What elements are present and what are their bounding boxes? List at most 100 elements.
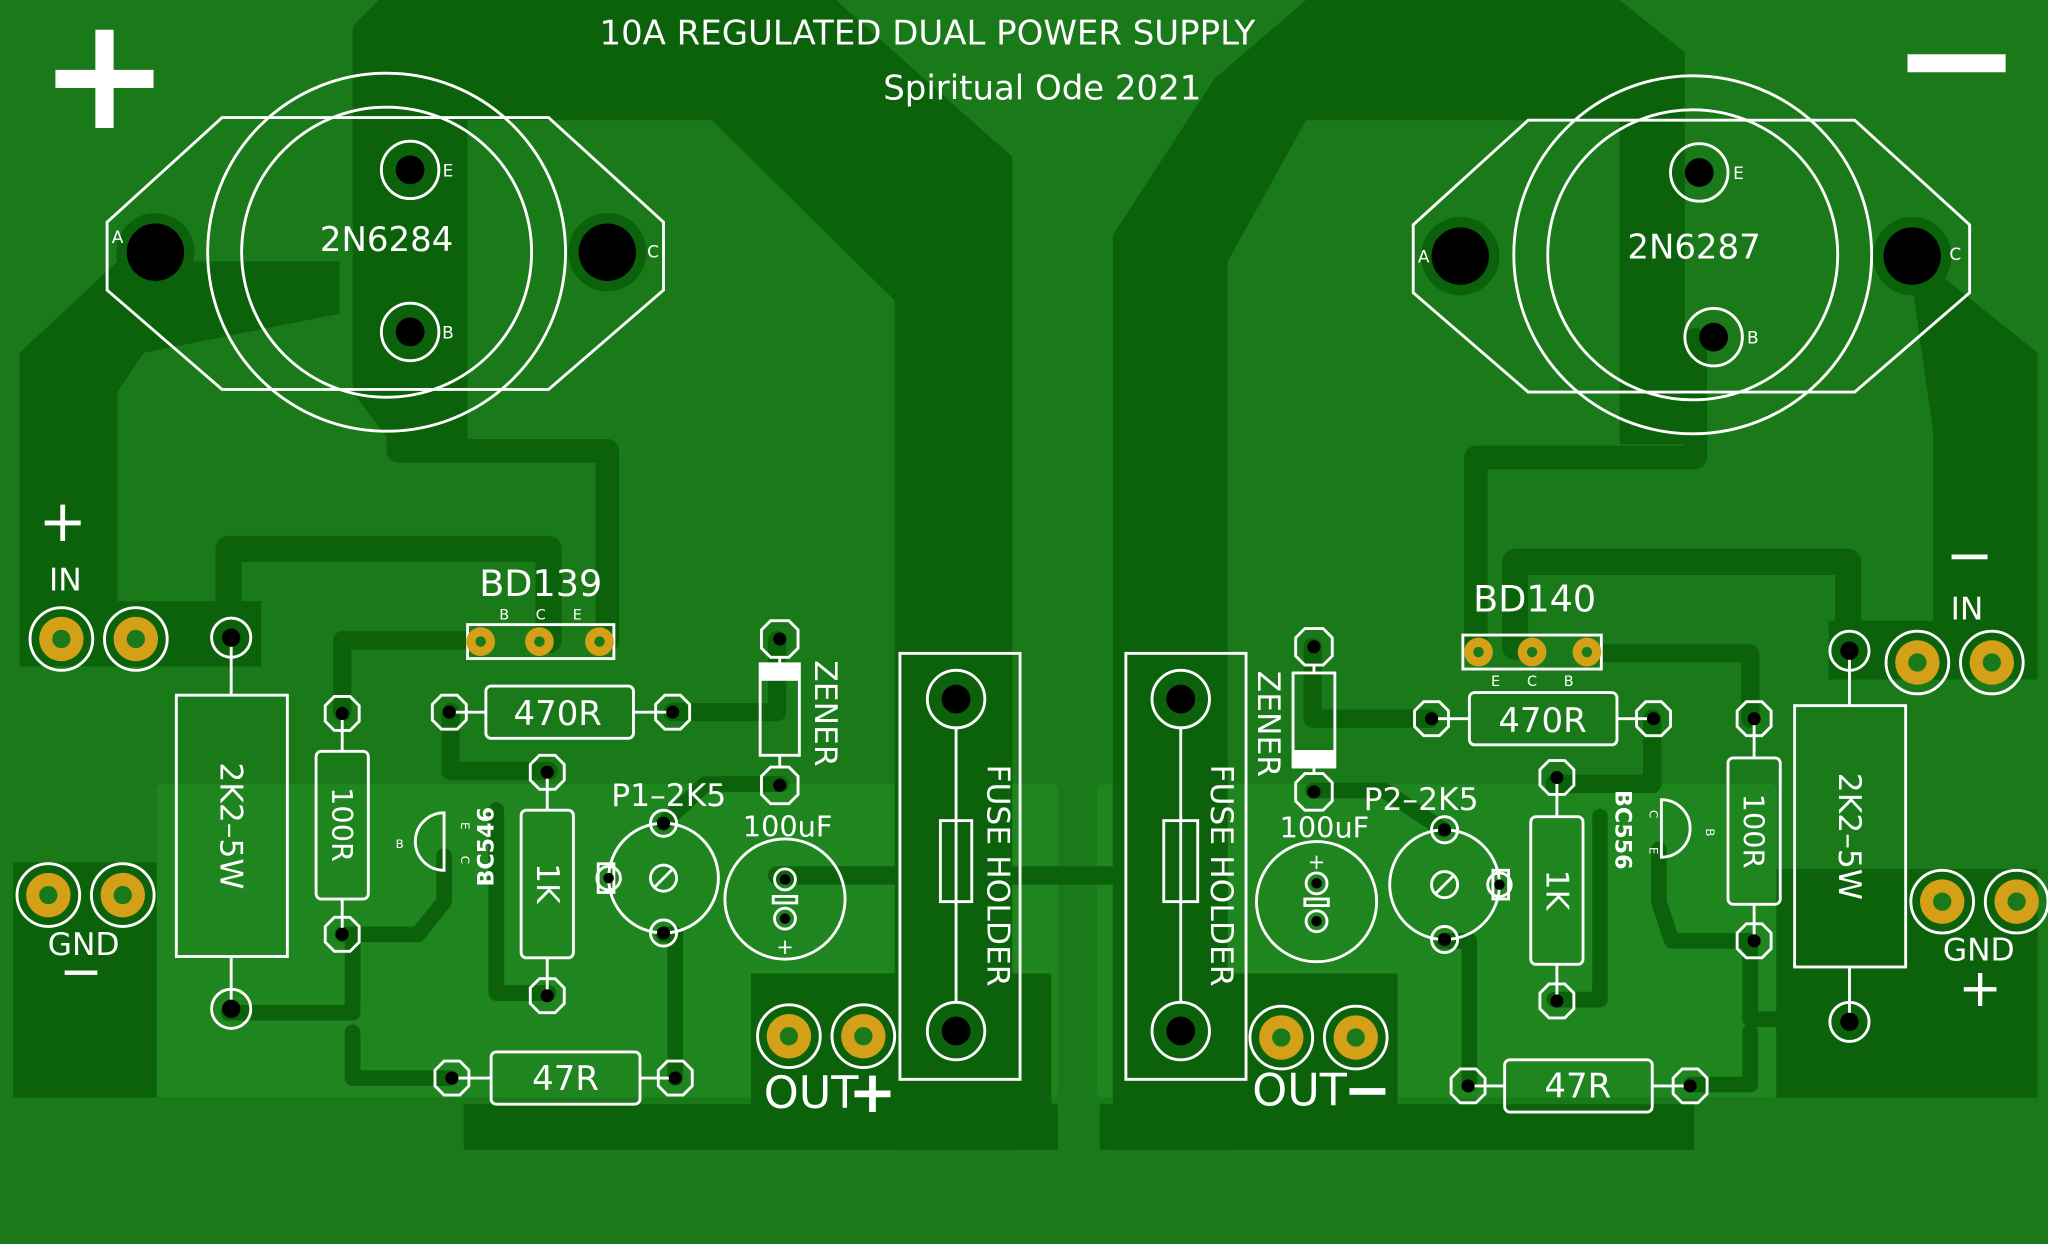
pad-octagon [1671, 1067, 1709, 1105]
resistor-470r-left: 470R [430, 684, 692, 740]
pad-ring [103, 606, 169, 672]
pad [941, 1016, 971, 1046]
pad [442, 705, 456, 719]
driver-pin3: B [1564, 674, 1574, 690]
resistor-body [1793, 704, 1908, 969]
zener-band [760, 663, 800, 681]
pot-slot [653, 867, 674, 889]
pad-e-ring [379, 139, 441, 201]
small-transistor-pin-b: B [396, 837, 404, 851]
gnd-connector-left [15, 862, 156, 928]
resistor-body [314, 749, 370, 901]
fuse-label: FUSE HOLDER [1203, 764, 1239, 986]
pad-octagon [760, 619, 800, 659]
mount-hole-c-drill [578, 223, 637, 281]
big-minus-sign: − [1891, 0, 2022, 149]
cap-plus: + [1308, 850, 1326, 874]
cap-plus: + [776, 935, 794, 959]
small-transistor-bc556: C E B BC556 [1610, 790, 1717, 870]
pad-octagon [656, 1059, 694, 1097]
gnd-plus-sign: + [1958, 959, 2002, 1019]
pad-b [1699, 322, 1728, 352]
pad-octagon [1735, 700, 1773, 738]
driver-pin3: E [573, 607, 582, 623]
gnd-label-left: GND [48, 927, 120, 963]
pad-octagon [1413, 700, 1450, 738]
pot-slot [1434, 874, 1455, 895]
trace-l2 [386, 327, 620, 653]
board-title: 10A REGULATED DUAL POWER SUPPLY [599, 13, 1255, 53]
out-sign: − [1343, 1056, 1391, 1123]
pad-ring [1828, 1000, 1871, 1043]
pad-e-ring [1669, 142, 1730, 203]
pad [222, 628, 241, 647]
resistor-label: 47R [532, 1059, 599, 1099]
pad [668, 1071, 682, 1085]
pad-ring [595, 864, 622, 892]
resistor-100r-right: 100R [1726, 700, 1782, 960]
in-connector-left [28, 606, 169, 672]
small-transistor-pin-e: E [1647, 847, 1661, 854]
resistor-label: 100R [325, 787, 359, 862]
pad-b-ring [1683, 306, 1744, 368]
pad-hole [39, 885, 58, 905]
pad-octagon [430, 693, 468, 731]
trace-l9 [344, 1024, 459, 1086]
board-author: Spiritual Ode 2021 [883, 68, 1201, 108]
pad-ring [1304, 871, 1329, 896]
pot-p2: P2–2K5 [1364, 782, 1513, 955]
pot-label: P1–2K5 [611, 778, 726, 814]
pad-ring [210, 987, 253, 1030]
driver-label: BD140 [1473, 578, 1596, 621]
pot-tab [1491, 868, 1511, 901]
pot-wiper [649, 863, 679, 893]
pad [1166, 1016, 1196, 1046]
zener-label: ZENER [807, 660, 843, 766]
pin-a-label: A [1418, 248, 1430, 268]
pad [1494, 879, 1505, 890]
big-plus-sign: + [39, 0, 170, 165]
pad [779, 874, 791, 885]
pin-b-label: B [1747, 329, 1759, 349]
pad-hole [1272, 1028, 1291, 1047]
fuse-label: FUSE HOLDER [979, 764, 1015, 986]
driver-pin2: C [1527, 674, 1537, 690]
pin-a-label: A [112, 228, 124, 248]
pad [1307, 640, 1321, 654]
zener-right: ZENER [1250, 627, 1337, 812]
pin-e-label: E [443, 161, 454, 181]
pad-e [1684, 158, 1714, 187]
resistor-label: 47R [1544, 1067, 1611, 1107]
pot-label: P2–2K5 [1364, 782, 1479, 818]
resistor-body [174, 693, 289, 958]
in-label-right: IN [1951, 591, 1984, 627]
driver-pin1: E [1491, 674, 1500, 690]
pad-octagon [1635, 700, 1672, 738]
pad [1683, 1079, 1697, 1093]
pad [1647, 712, 1661, 726]
pad-hole [1908, 653, 1927, 672]
driver-bd139: BD139 B C E [466, 562, 616, 661]
small-transistor-pin-b: B [1703, 828, 1717, 836]
capacitor-left: 100uF + [723, 809, 847, 961]
trace-r6 [1650, 841, 1759, 949]
pad-ring [773, 906, 797, 931]
pad [1166, 684, 1196, 714]
pad [540, 989, 554, 1003]
pad [1747, 712, 1761, 726]
pad-octagon [528, 977, 566, 1015]
pad-octagon [760, 765, 800, 806]
pad-ring [1430, 815, 1460, 845]
resistor-2k2-right: 2K2–5W [1793, 629, 1908, 1043]
trace-r8 [1546, 808, 1608, 1008]
trace-r3 [1577, 644, 1760, 728]
resistor-body [1503, 1058, 1654, 1114]
pin-c-label: C [1949, 245, 1961, 265]
driver-label: BD139 [479, 562, 602, 605]
resistor-1k-left: 1K [519, 753, 575, 1015]
pad-hole [1933, 892, 1952, 911]
pad-octagon [1294, 772, 1334, 812]
mount-hole-c-drill [1883, 227, 1941, 285]
pad-ring [1304, 909, 1329, 934]
driver-pin1: B [499, 607, 509, 623]
